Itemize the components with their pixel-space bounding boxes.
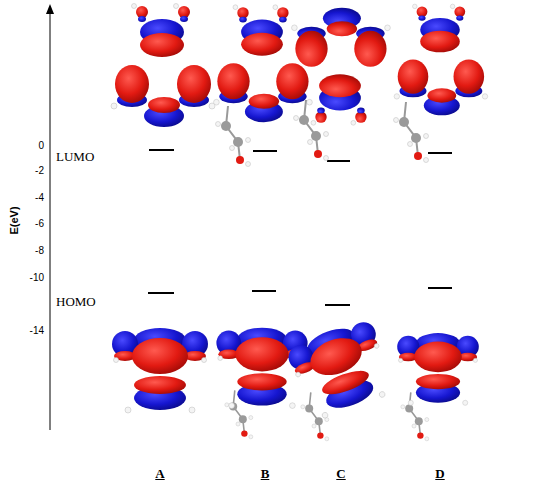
axis-tick-label: -14 (30, 320, 44, 338)
molecule-label: C (336, 467, 345, 480)
molecule-label: A (155, 467, 164, 480)
axis-tick-label: -2 (35, 160, 44, 178)
axis-tick-label: 0 (38, 135, 44, 153)
axis-tick-label: -6 (35, 219, 44, 229)
axis-tick-label: -8 (35, 240, 44, 258)
molecule-label: D (435, 467, 444, 480)
molecule-label: C (336, 464, 345, 482)
molecule-label: A (155, 464, 164, 482)
level-label: LUMO (56, 147, 94, 165)
axis-tick-label: -8 (35, 246, 44, 256)
axis-tick-label: 0 (38, 141, 44, 151)
axis-tick-label: -4 (35, 193, 44, 203)
molecule-label: D (435, 464, 444, 482)
axis-title: E(eV) (0, 210, 28, 228)
axis-tick-label: -4 (35, 187, 44, 205)
axis-tick-label: -6 (35, 213, 44, 231)
axis-tick-label: -10 (30, 267, 44, 285)
level-label: HOMO (56, 292, 96, 310)
axis-tick-label: -10 (30, 273, 44, 283)
axis-tick-label: -2 (35, 166, 44, 176)
level-label: LUMO (56, 150, 94, 163)
molecule-label: B (261, 464, 270, 482)
level-label: HOMO (56, 295, 96, 308)
molecule-label: B (261, 467, 270, 480)
axis-tick-label: -14 (30, 326, 44, 336)
axis-title: E(eV) (9, 206, 20, 234)
